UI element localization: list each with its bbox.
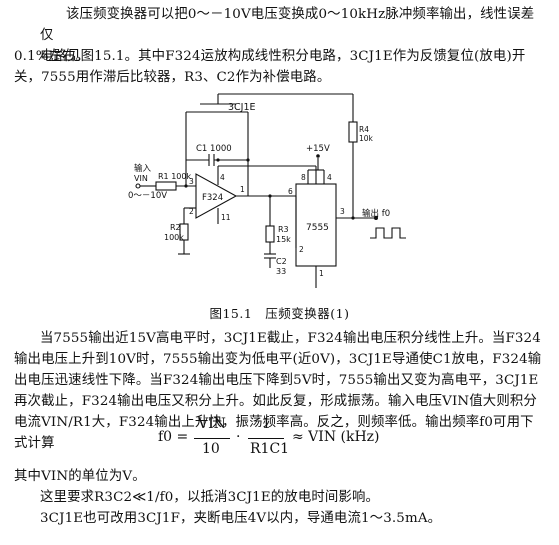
circuit-diagram: 3CJ1E C1 1000 +15V 输入 VIN R1 100k 0～－10V… xyxy=(128,93,406,288)
range-label: 0～－10V xyxy=(128,191,167,201)
paragraph-alternative: 3CJ1E也可改用3CJ1F，夹断电压4V以内，导通电流1～3.5mA。 xyxy=(40,511,442,526)
formula-num-1: VIN xyxy=(198,416,226,432)
vin-label: VIN xyxy=(134,174,148,183)
q1-label: 3CJ1E xyxy=(228,102,256,113)
formula-bar-1 xyxy=(194,438,230,439)
ic-pin-4: 4 xyxy=(327,173,332,182)
opamp-pin-1: 1 xyxy=(240,185,245,194)
ic-pin-3: 3 xyxy=(340,207,345,216)
c1-label: C1 1000 xyxy=(196,144,232,154)
vcc-label: +15V xyxy=(306,144,330,154)
ic-pin-1: 1 xyxy=(319,269,324,278)
r4-value: 10k xyxy=(359,134,374,143)
opamp-pin-4: 4 xyxy=(220,173,225,182)
opamp-pin-11: 11 xyxy=(221,213,231,222)
c2-value: 33 xyxy=(276,267,286,276)
formula-lhs: f0 = xyxy=(158,429,189,445)
output-label: 输出 f0 xyxy=(362,208,390,219)
paragraph-circuit: 电路见图15.1。其中F324运放构成线性积分电路，3CJ1E作为反馈复位(放电… xyxy=(14,49,526,85)
r3-label: R3 xyxy=(278,225,289,234)
formula-num-2: 1 xyxy=(262,416,271,432)
formula-dot: · xyxy=(236,429,241,445)
paragraph-units: 其中VIN的单位为V。 xyxy=(14,469,146,484)
figure-caption: 图15.1 压频变换器(1) xyxy=(209,306,350,321)
r4-label: R4 xyxy=(359,125,369,134)
ic-pin-2: 2 xyxy=(299,245,304,254)
ic-label: 7555 xyxy=(306,223,329,233)
opamp-pin-2: 2 xyxy=(189,207,194,216)
paragraph-operation: 当7555输出近15V高电平时，3CJ1E截止，F324输出电压积分线性上升。当… xyxy=(14,331,542,451)
paragraph-requirement: 这里要求R3C2≪1/f0，以抵消3CJ1E的放电时间影响。 xyxy=(40,490,380,505)
intro-line-1: 该压频变换器可以把0～－10V电压变换成0～10kHz脉冲频率输出，线性误差仅 xyxy=(40,7,535,43)
r2-label: R2 xyxy=(170,223,181,232)
input-label: 输入 xyxy=(134,163,152,174)
r3-value: 15k xyxy=(276,235,291,244)
r1-label: R1 100k xyxy=(158,172,191,181)
ic-pin-6: 6 xyxy=(288,187,293,196)
opamp-pin-3: 3 xyxy=(189,177,194,186)
opamp-label: F324 xyxy=(202,193,223,203)
frequency-formula: f0 = VIN 10 · 1 R1C1 ≈ VIN (kHz) xyxy=(158,416,458,462)
ic-pin-8: 8 xyxy=(301,173,306,182)
paragraph-intro: 该压频变换器可以把0～－10V电压变换成0～10kHz脉冲频率输出，线性误差仅 … xyxy=(14,4,546,67)
formula-rhs: ≈ VIN (kHz) xyxy=(292,429,380,445)
formula-den-2: R1C1 xyxy=(250,441,290,457)
r2-value: 100k xyxy=(164,233,184,242)
intro-line-2: 0.1%左右。 xyxy=(14,49,90,64)
formula-bar-2 xyxy=(248,438,284,439)
c2-label: C2 xyxy=(276,257,287,266)
formula-den-1: 10 xyxy=(202,441,220,457)
